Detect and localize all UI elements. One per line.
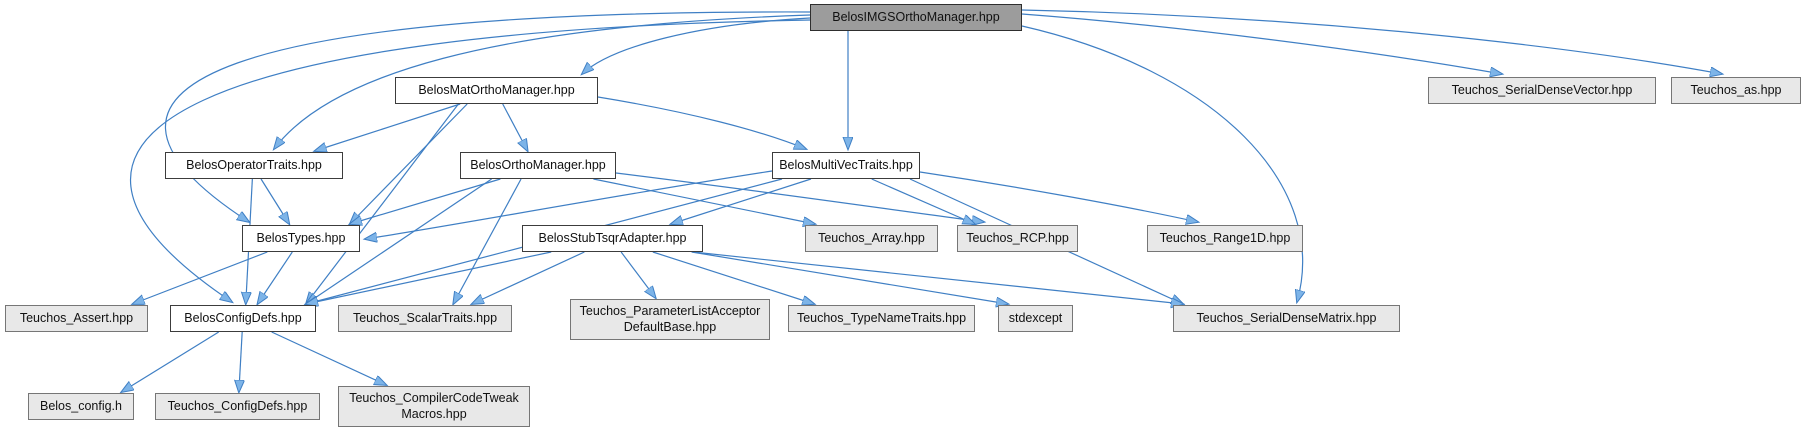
edge-stub-configdefs: [306, 251, 552, 304]
edge-imgs-as: [1021, 9, 1722, 74]
edge-imgs-configdefs: [130, 19, 811, 302]
node-belos-config-h: Belos_config.h: [28, 393, 134, 420]
node-teuchos-as: Teuchos_as.hpp: [1671, 77, 1801, 104]
node-teuchos-serial-dense-vector: Teuchos_SerialDenseVector.hpp: [1428, 77, 1656, 104]
edge-types-assert: [133, 251, 268, 304]
edge-stub-stdexcept: [691, 251, 1008, 304]
node-teuchos-compiler-code-tweak-macros: Teuchos_CompilerCodeTweak Macros.hpp: [338, 386, 530, 427]
node-teuchos-type-name-traits: Teuchos_TypeNameTraits.hpp: [788, 305, 975, 332]
node-teuchos-range1d: Teuchos_Range1D.hpp: [1147, 225, 1303, 252]
edge-mat-operator: [315, 103, 461, 151]
node-teuchos-scalar-traits: Teuchos_ScalarTraits.hpp: [338, 305, 512, 332]
edge-multivec-stub: [671, 178, 812, 224]
edge-ortho-scalartraits: [453, 178, 522, 304]
edge-mat-multivec: [597, 96, 806, 149]
edge-ortho-rcp: [615, 172, 984, 222]
edge-stub-plad: [620, 251, 656, 298]
node-belos-imgs-ortho-manager: BelosIMGSOrthoManager.hpp: [810, 4, 1022, 31]
edge-operator-types: [260, 178, 289, 224]
node-belos-ortho-manager[interactable]: BelosOrthoManager.hpp: [460, 152, 616, 179]
node-teuchos-rcp: Teuchos_RCP.hpp: [957, 225, 1078, 252]
node-belos-mat-ortho-manager[interactable]: BelosMatOrthoManager.hpp: [395, 77, 598, 104]
edge-configdefs-tweakmacros: [271, 331, 387, 385]
node-teuchos-serial-dense-matrix: Teuchos_SerialDenseMatrix.hpp: [1173, 305, 1400, 332]
node-belos-stub-tsqr-adapter[interactable]: BelosStubTsqrAdapter.hpp: [522, 225, 703, 252]
node-stdexcept: stdexcept: [998, 305, 1073, 332]
edge-configdefs-config_h: [122, 331, 220, 392]
node-teuchos-parameter-list-acceptor-default-base: Teuchos_ParameterListAcceptor DefaultBas…: [570, 299, 770, 340]
edge-imgs-types: [165, 11, 811, 222]
node-belos-operator-traits[interactable]: BelosOperatorTraits.hpp: [165, 152, 343, 179]
edge-types-configdefs: [258, 251, 293, 304]
edge-multivec-rcp: [871, 178, 975, 224]
edge-ortho-array: [593, 178, 815, 224]
edge-stub-sdmatrix: [692, 251, 1183, 304]
edge-multivec-types: [365, 170, 773, 239]
edge-imgs-sdvector: [1021, 13, 1502, 74]
edge-ortho-configdefs: [306, 178, 492, 304]
edge-imgs-operator: [274, 14, 811, 149]
edge-mat-configdefs: [306, 103, 459, 304]
edge-mat-types: [350, 103, 468, 224]
edge-ortho-types: [350, 178, 501, 224]
node-belos-config-defs[interactable]: BelosConfigDefs.hpp: [170, 305, 316, 332]
node-teuchos-config-defs: Teuchos_ConfigDefs.hpp: [155, 393, 320, 420]
node-teuchos-assert: Teuchos_Assert.hpp: [5, 305, 148, 332]
node-belos-types[interactable]: BelosTypes.hpp: [242, 225, 360, 252]
edge-multivec-range1d: [919, 171, 1198, 222]
edge-imgs-sdmatrix: [1021, 25, 1303, 302]
edge-stub-scalartraits: [472, 251, 585, 304]
node-belos-multi-vec-traits[interactable]: BelosMultiVecTraits.hpp: [772, 152, 920, 179]
node-teuchos-array: Teuchos_Array.hpp: [805, 225, 938, 252]
edge-configdefs-tconfigdefs: [239, 331, 242, 392]
edge-imgs-mat: [582, 17, 811, 74]
edge-stub-typename: [652, 251, 814, 304]
edge-mat-ortho: [502, 103, 528, 151]
